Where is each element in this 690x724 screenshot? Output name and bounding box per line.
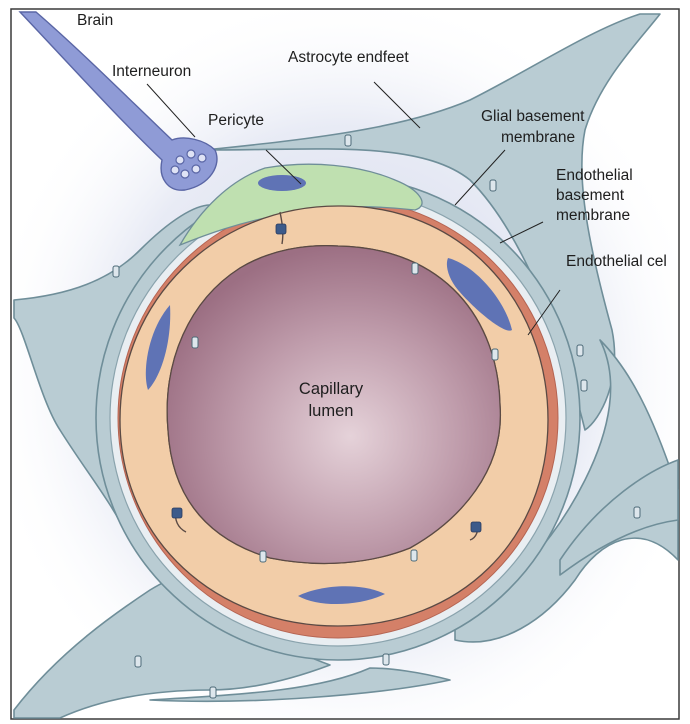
- pericyte-nucleus: [258, 175, 306, 191]
- label-glial-basement-line1: Glial basement: [481, 108, 585, 125]
- label-endothelial-bm-line3: membrane: [556, 207, 630, 224]
- label-pericyte: Pericyte: [208, 112, 264, 129]
- label-endothelial-cell: Endothelial cel: [566, 253, 667, 270]
- label-interneuron: Interneuron: [112, 63, 191, 80]
- label-brain: Brain: [77, 12, 113, 29]
- label-glial-basement-line2: membrane: [501, 129, 575, 146]
- label-capillary-line2: lumen: [309, 402, 354, 420]
- label-endothelial-bm-line1: Endothelial: [556, 167, 633, 184]
- label-capillary-line1: Capillary: [299, 380, 364, 398]
- label-astrocyte-endfeet: Astrocyte endfeet: [288, 49, 409, 66]
- label-endothelial-bm-line2: basement: [556, 187, 625, 204]
